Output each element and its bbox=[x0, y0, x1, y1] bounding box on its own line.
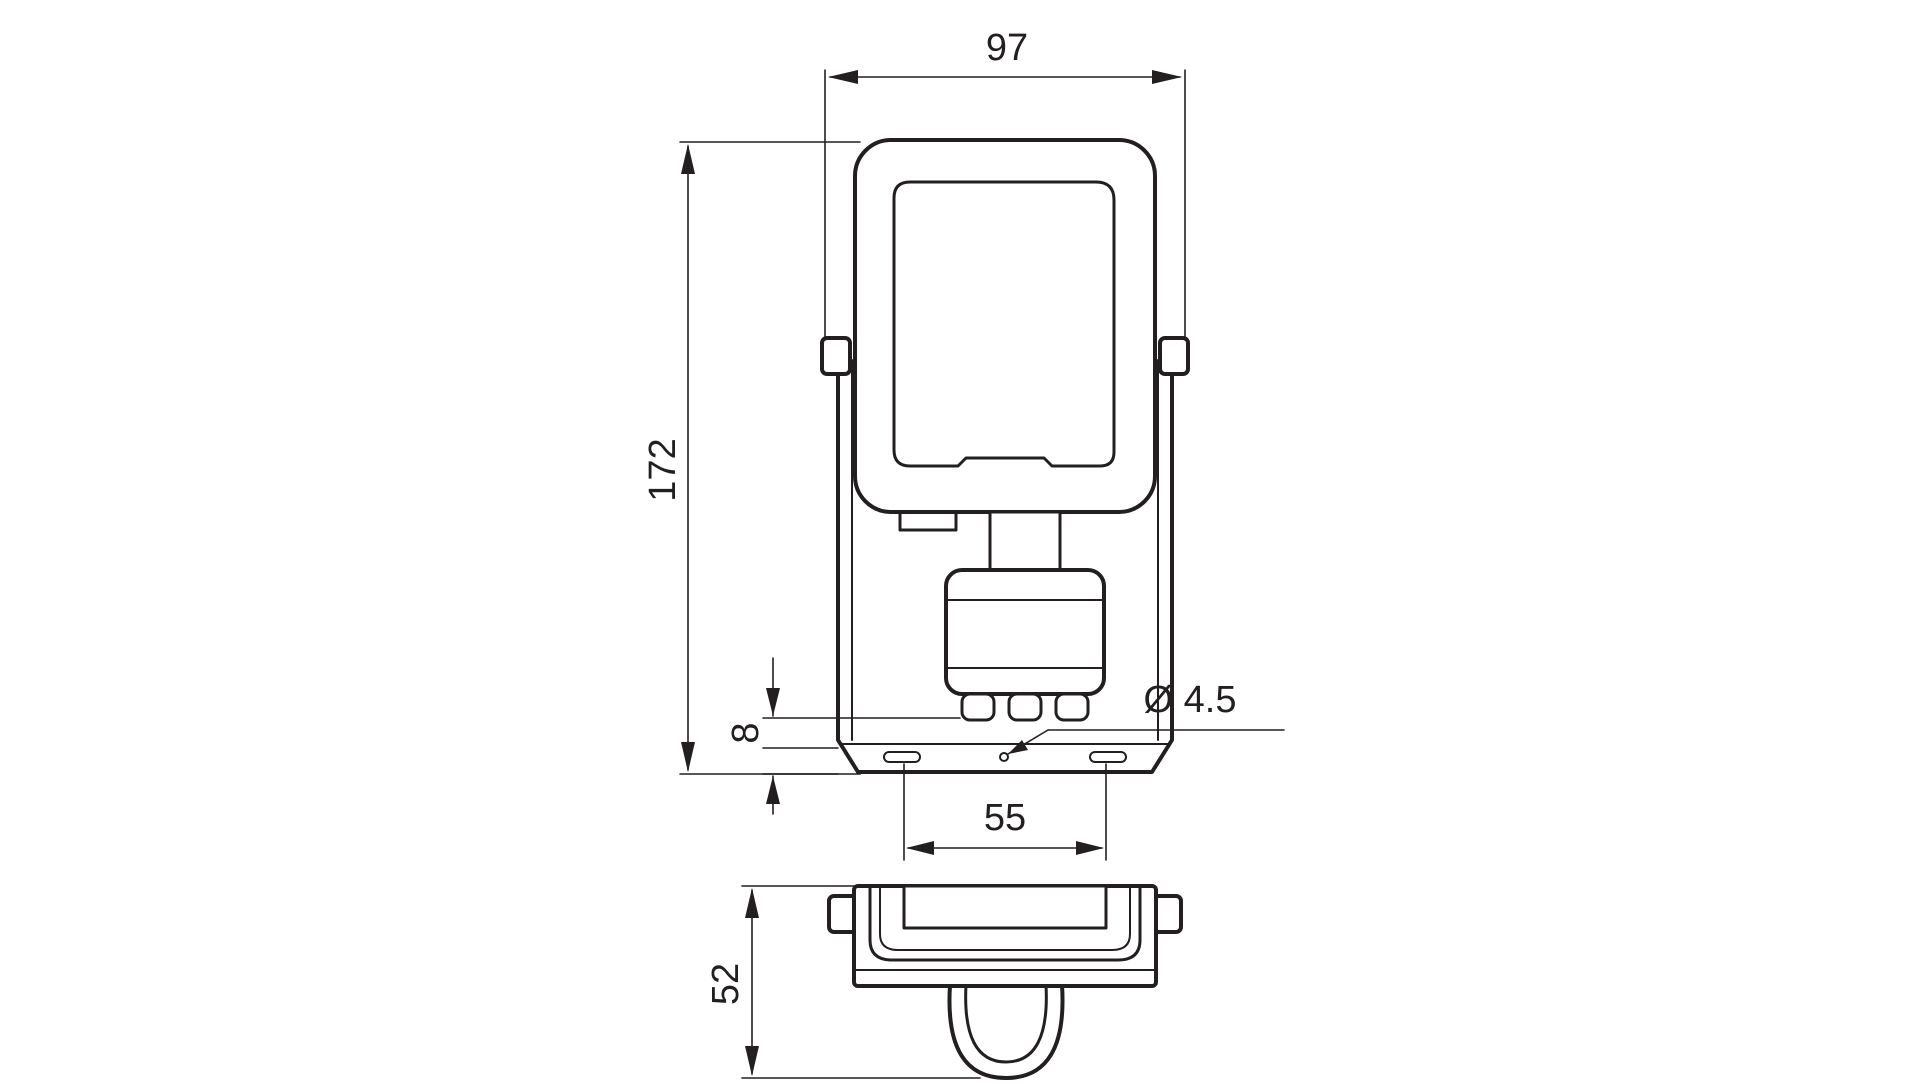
bracket-offset-dimension: 8 bbox=[725, 657, 961, 815]
sensor-body bbox=[944, 568, 1106, 696]
bracket-offset-label: 8 bbox=[725, 722, 767, 743]
mounting-bracket bbox=[836, 350, 1174, 774]
left-pivot-knob bbox=[820, 336, 852, 376]
hole-diameter-callout: Ø 4.5 bbox=[1007, 679, 1285, 755]
lamp-lens bbox=[892, 180, 1116, 468]
hole-diameter-label: Ø 4.5 bbox=[1144, 679, 1237, 721]
depth-dimension-label: 52 bbox=[705, 963, 747, 1005]
right-mounting-slot bbox=[1089, 751, 1127, 763]
sensor-knobs bbox=[960, 692, 1090, 722]
lamp-housing bbox=[853, 138, 1157, 514]
height-dimension-label: 172 bbox=[642, 438, 684, 501]
cable-tab bbox=[898, 510, 958, 532]
height-dimension: 172 bbox=[642, 141, 861, 775]
width-dimension-label: 97 bbox=[986, 27, 1028, 69]
left-mounting-slot bbox=[883, 751, 921, 763]
front-view bbox=[820, 138, 1190, 774]
width-dimension: 97 bbox=[824, 27, 1186, 341]
right-pivot-knob bbox=[1158, 336, 1190, 376]
depth-dimension: 52 bbox=[705, 885, 981, 1079]
sensor-loop bbox=[947, 983, 1065, 1080]
sensor-neck bbox=[988, 510, 1062, 574]
hole-spacing-dimension: 55 bbox=[903, 763, 1107, 861]
bottom-view bbox=[827, 884, 1183, 1080]
hole-spacing-label: 55 bbox=[984, 797, 1026, 839]
center-mounting-hole bbox=[999, 752, 1009, 762]
